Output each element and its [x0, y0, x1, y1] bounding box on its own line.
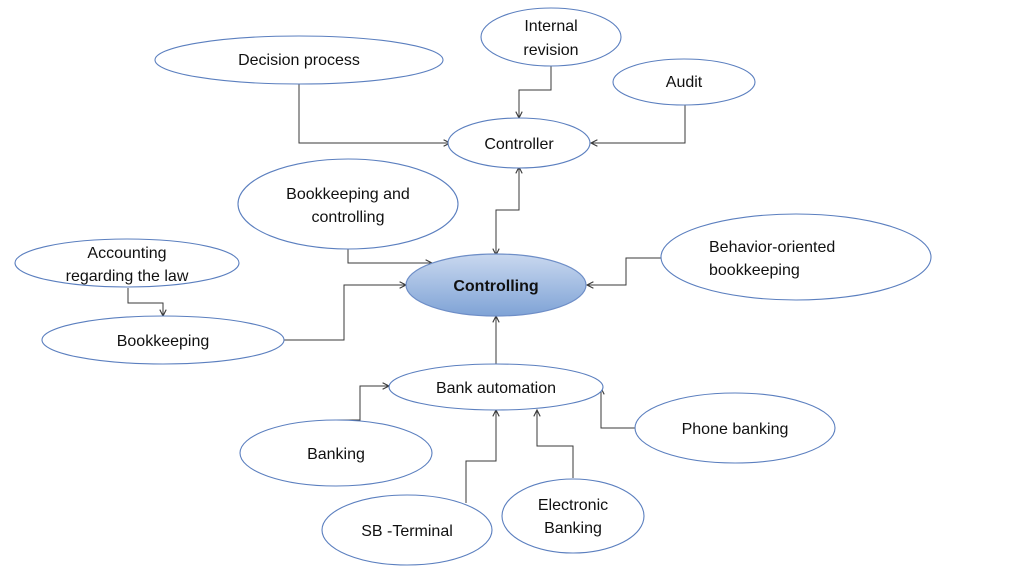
node-label-line-1: Electronic	[538, 497, 608, 514]
node-label: Bookkeeping	[117, 333, 210, 350]
node-internal-revision[interactable]: Internal revision	[480, 7, 622, 67]
node-bank-automation[interactable]: Bank automation	[388, 363, 604, 411]
node-label-line-1: Bookkeeping and	[286, 186, 410, 203]
edge-sb-terminal-to-bank-automation	[465, 410, 496, 503]
edge-accounting-to-bookkeeping	[127, 288, 163, 316]
node-label-line-2: regarding the law	[66, 268, 189, 285]
node-behavior-oriented-bookkeeping[interactable]: Behavior-oriented bookkeeping	[660, 213, 932, 301]
node-label-line-2: Banking	[544, 520, 602, 537]
edge-controlling-controller-bidirectional	[496, 167, 519, 255]
node-accounting-regarding-the-law[interactable]: Accounting regarding the law	[14, 238, 240, 288]
node-label: Decision process	[238, 52, 360, 69]
edge-bookkeeping-controlling-to-controlling	[347, 249, 432, 263]
edges	[127, 66, 686, 503]
node-decision-process[interactable]: Decision process	[154, 35, 444, 85]
node-audit[interactable]: Audit	[612, 58, 756, 106]
node-label-line-2: controlling	[312, 209, 385, 226]
edge-phone-banking-to-bank-automation	[601, 388, 635, 429]
edge-bookkeeping-to-controlling	[284, 285, 406, 341]
node-label: Bank automation	[436, 380, 556, 397]
edge-behavior-to-controlling	[587, 257, 662, 285]
node-label: Phone banking	[682, 421, 789, 438]
node-label-line-2: revision	[523, 42, 578, 59]
node-phone-banking[interactable]: Phone banking	[634, 392, 836, 464]
edge-decision-to-controller	[298, 83, 450, 143]
node-label-line-1: Accounting	[87, 245, 166, 262]
node-banking[interactable]: Banking	[239, 419, 433, 487]
node-bookkeeping-and-controlling[interactable]: Bookkeeping and controlling	[237, 158, 459, 250]
node-sb-terminal[interactable]: SB -Terminal	[321, 494, 493, 566]
node-label: Controlling	[453, 278, 538, 295]
edge-internal-revision-to-controller	[519, 66, 552, 118]
node-label: Banking	[307, 446, 365, 463]
node-label-line-2: bookkeeping	[709, 262, 800, 279]
node-bookkeeping[interactable]: Bookkeeping	[41, 315, 285, 365]
edge-banking-to-bank-automation	[336, 386, 389, 421]
node-controlling-central[interactable]: Controlling	[405, 253, 587, 317]
node-controller[interactable]: Controller	[447, 117, 591, 169]
edge-audit-to-controller	[591, 104, 686, 143]
nodes: Decision process Internal revision Audit…	[14, 7, 932, 566]
node-electronic-banking[interactable]: Electronic Banking	[501, 478, 645, 554]
node-label: SB -Terminal	[361, 523, 453, 540]
node-label: Controller	[484, 136, 554, 153]
edge-electronic-banking-to-bank-automation	[537, 410, 574, 478]
node-label-line-1: Behavior-oriented	[709, 239, 835, 256]
node-label-line-1: Internal	[524, 18, 577, 35]
node-label: Audit	[666, 74, 703, 91]
